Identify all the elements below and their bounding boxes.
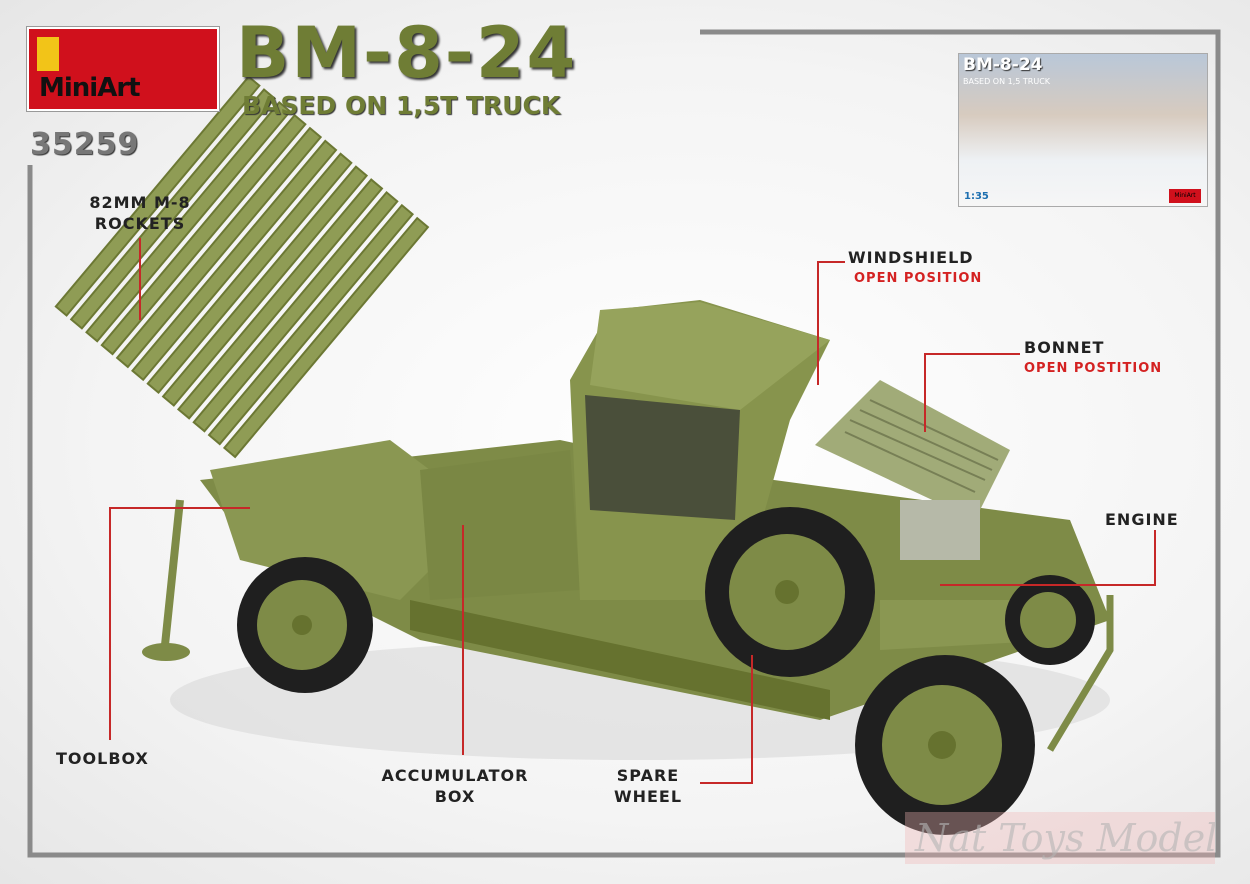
- callout-bonnet-label: BONNET: [1024, 338, 1105, 357]
- leader-lines: [109, 238, 1156, 784]
- callout-engine: ENGINE: [1105, 510, 1179, 529]
- watermark: Nat Toys Models: [905, 812, 1215, 864]
- callout-accumulator-line1: ACCUMULATOR: [381, 766, 529, 785]
- miniart-logo: MiniArt: [27, 27, 219, 111]
- logo-yellow-square: [37, 37, 59, 71]
- callout-accumulator-line2: BOX: [434, 787, 476, 806]
- box-art-logo: MiniArt: [1169, 189, 1201, 203]
- callout-windshield-label: WINDSHIELD: [848, 248, 974, 267]
- callout-windshield: WINDSHIELD OPEN POSITION: [848, 247, 982, 289]
- callout-rockets-line2: ROCKETS: [94, 214, 186, 233]
- logo-text: MiniArt: [39, 73, 141, 103]
- box-art-scale: 1:35: [964, 191, 989, 202]
- frame-border: [27, 29, 1221, 858]
- callout-accumulator-box: ACCUMULATOR BOX: [355, 765, 555, 807]
- box-art-subtitle: BASED ON 1,5 TRUCK: [963, 77, 1051, 86]
- callout-bonnet-note: OPEN POSTITION: [1024, 361, 1163, 376]
- wheel-front-right: [1005, 575, 1095, 665]
- page-title: BM-8-24: [236, 12, 578, 94]
- callout-bonnet: BONNET OPEN POSTITION: [1024, 337, 1162, 379]
- box-art-title: BM-8-24: [963, 55, 1043, 75]
- wheel-front-left: [855, 655, 1035, 835]
- page-subtitle: BASED ON 1,5T TRUCK: [242, 91, 561, 120]
- spare-wheel: [705, 507, 875, 677]
- truck-model-illustration: [54, 75, 1114, 835]
- callout-spare-wheel-line1: SPARE: [616, 766, 680, 785]
- callout-windshield-note: OPEN POSITION: [854, 271, 983, 286]
- callout-spare-wheel-line2: WHEEL: [613, 787, 683, 806]
- wheel-rear: [237, 557, 373, 693]
- callout-rockets-line1: 82MM M-8: [89, 193, 191, 212]
- callout-rockets: 82MM M-8 ROCKETS: [70, 192, 210, 234]
- kit-number: 35259: [30, 127, 140, 162]
- callout-toolbox: TOOLBOX: [56, 749, 149, 768]
- callout-spare-wheel: SPARE WHEEL: [598, 765, 698, 807]
- box-art-thumbnail: BM-8-24 BASED ON 1,5 TRUCK 1:35 MiniArt: [958, 53, 1208, 207]
